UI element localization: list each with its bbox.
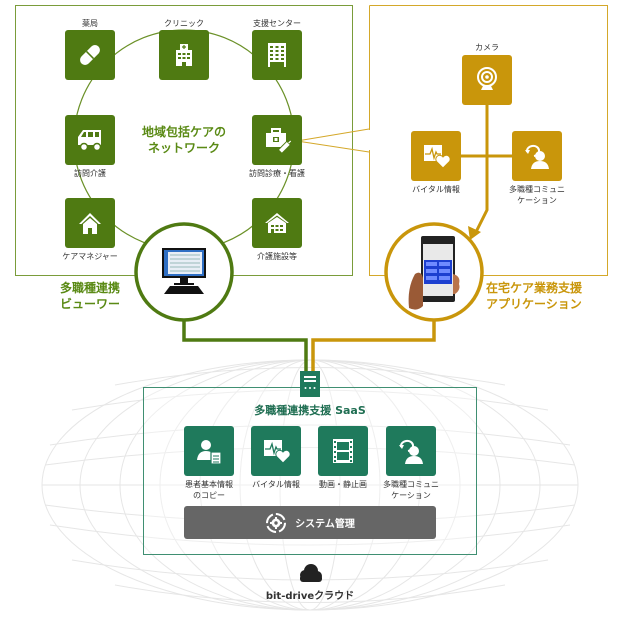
saas-feature-vital[interactable] [251,426,301,476]
viewer-label-line2: ビューワー [60,297,121,311]
saas-feature-label-patient-info-line2: のコピー [193,491,225,500]
node-label-home-visit-care: 訪問介護 [74,169,106,178]
node-home-visit-care[interactable] [65,115,115,165]
node-clinic[interactable] [159,30,209,80]
node-label-care-facility: 介護施設等 [257,252,297,261]
connector-nurse-to-app [296,128,370,153]
saas-feature-patient-info[interactable] [184,426,234,476]
app-node-communication[interactable] [512,131,562,181]
saas-feature-communication[interactable] [386,426,436,476]
saas-feature-label-patient-info: 患者基本情報 のコピー [185,479,233,501]
network-title-line2: ネットワーク [147,141,221,155]
node-care-facility[interactable] [252,198,302,248]
viewer-label: 多職種連携 ビューワー [60,280,120,312]
viewer-monitor[interactable] [156,246,212,300]
cloud-label: bit-driveクラウド [265,591,355,602]
care-facility-icon [265,213,289,233]
app-label-line1: 在宅ケア業務支援 [486,281,583,295]
app-label-line2: アプリケーション [486,297,582,311]
node-label-care-manager: ケアマネジャー [62,252,118,261]
system-management-button[interactable]: システム管理 [184,506,436,539]
saas-feature-label-communication: 多職種コミュニ ケーション [383,479,439,501]
smartphone-in-hand-icon [408,236,460,310]
saas-feature-label-media: 動画・静止画 [319,480,367,489]
arrow-head [468,226,481,240]
van-icon [78,130,102,152]
node-label-support-center: 支援センター [253,19,301,28]
app-node-label-vital: バイタル情報 [412,185,460,194]
app-node-label-camera: カメラ [475,43,499,52]
film-strip-icon [333,439,353,463]
app-node-label-communication-line2: ケーション [517,196,557,205]
server-icon [300,371,320,397]
viewer-label-line1: 多職種連携 [60,281,121,295]
connector-app-to-saas [311,320,436,372]
saas-feature-label-patient-info-line1: 患者基本情報 [185,480,233,489]
saas-title: 多職種連携支援 SaaS [254,404,366,417]
node-pharmacy[interactable] [65,30,115,80]
app-smartphone[interactable] [405,234,465,318]
node-label-home-visit-medical: 訪問診療・看護 [249,169,305,178]
node-label-pharmacy: 薬局 [82,19,98,28]
office-building-icon [268,43,286,67]
saas-feature-label-vital: バイタル情報 [252,480,300,489]
hospital-icon [176,44,192,66]
saas-feature-media[interactable] [318,426,368,476]
house-icon [79,213,101,234]
person-chat-icon [399,440,423,464]
node-care-manager[interactable] [65,198,115,248]
pill-icon [80,45,100,65]
vital-heart-icon [264,440,291,464]
patient-document-icon [197,440,222,465]
node-support-center[interactable] [252,30,302,80]
connector-viewer-to-saas [182,320,308,372]
person-chat-icon [525,145,549,169]
app-node-label-communication-line1: 多職種コミュニ [509,185,565,194]
desktop-monitor-icon [162,248,206,294]
vital-heart-icon [424,145,451,169]
node-label-clinic: クリニック [164,19,204,28]
gear-cycle-icon [266,512,287,533]
webcam-icon [477,67,497,90]
network-title: 地域包括ケアの ネットワーク [142,124,226,156]
globe-wireframe [41,359,579,611]
saas-feature-label-communication-line1: 多職種コミュニ [383,480,439,489]
app-label: 在宅ケア業務支援 アプリケーション [486,280,582,312]
app-node-label-communication: 多職種コミュニ ケーション [509,184,565,206]
medical-bag-syringe-icon [266,128,292,154]
network-title-line1: 地域包括ケアの [141,125,227,139]
app-node-vital[interactable] [411,131,461,181]
saas-feature-label-communication-line2: ケーション [391,491,431,500]
cloud-icon [300,564,322,582]
node-home-visit-medical[interactable] [252,115,302,165]
system-management-label: システム管理 [295,519,355,530]
app-node-camera[interactable] [462,55,512,105]
